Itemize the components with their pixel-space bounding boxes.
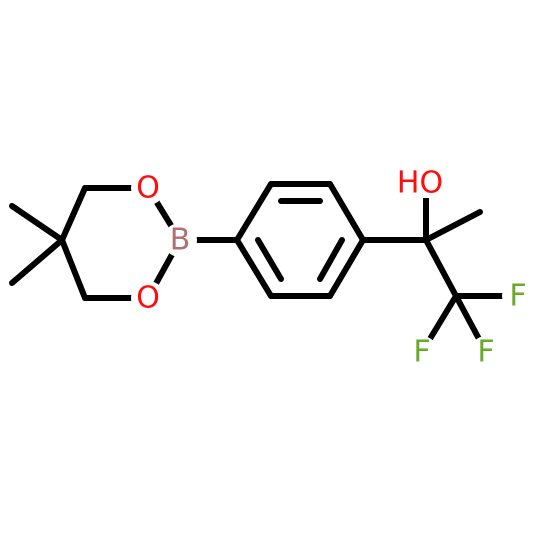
atom-oxygen-bottom: O [136,281,160,316]
bond-ring-1 [234,181,274,243]
atom-hydroxyl: HO [397,166,443,201]
bond-carbinol-methyl [423,209,483,243]
bond-carbinol-cf3 [423,237,459,299]
atom-fluorine-left: F [413,335,430,370]
bond-quat-ch2-bottom [59,237,88,301]
bond-ring-3 [327,181,366,243]
bond-methyl-upper [9,203,65,243]
bond-ring-6 [234,237,274,299]
atom-oxygen-top: O [136,171,160,206]
atom-fluorine-right: F [509,279,526,314]
bond-quat-ch2-top [59,185,88,243]
trifluoro-carbinol [360,180,521,355]
benzene-ring [234,181,366,299]
bond-ring-inner-3 [255,237,284,282]
bond-ring-4 [327,237,366,299]
bond-methyl-lower [9,237,65,286]
dioxaborinane-ring [9,185,240,301]
atom-labels: O O B HO F F F [131,166,533,370]
bond-ring-inner-2 [317,237,345,282]
atom-boron: B [170,223,191,258]
atom-fluorine-bottom: F [477,335,494,370]
